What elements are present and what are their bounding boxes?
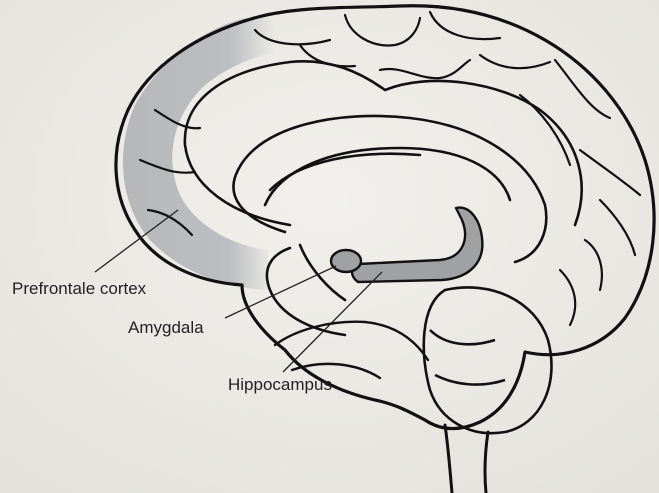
label-prefrontal-cortex: Prefrontale cortex — [12, 279, 147, 298]
label-amygdala: Amygdala — [128, 318, 204, 337]
amygdala-shape — [331, 250, 361, 272]
label-hippocampus: Hippocampus — [228, 375, 332, 394]
